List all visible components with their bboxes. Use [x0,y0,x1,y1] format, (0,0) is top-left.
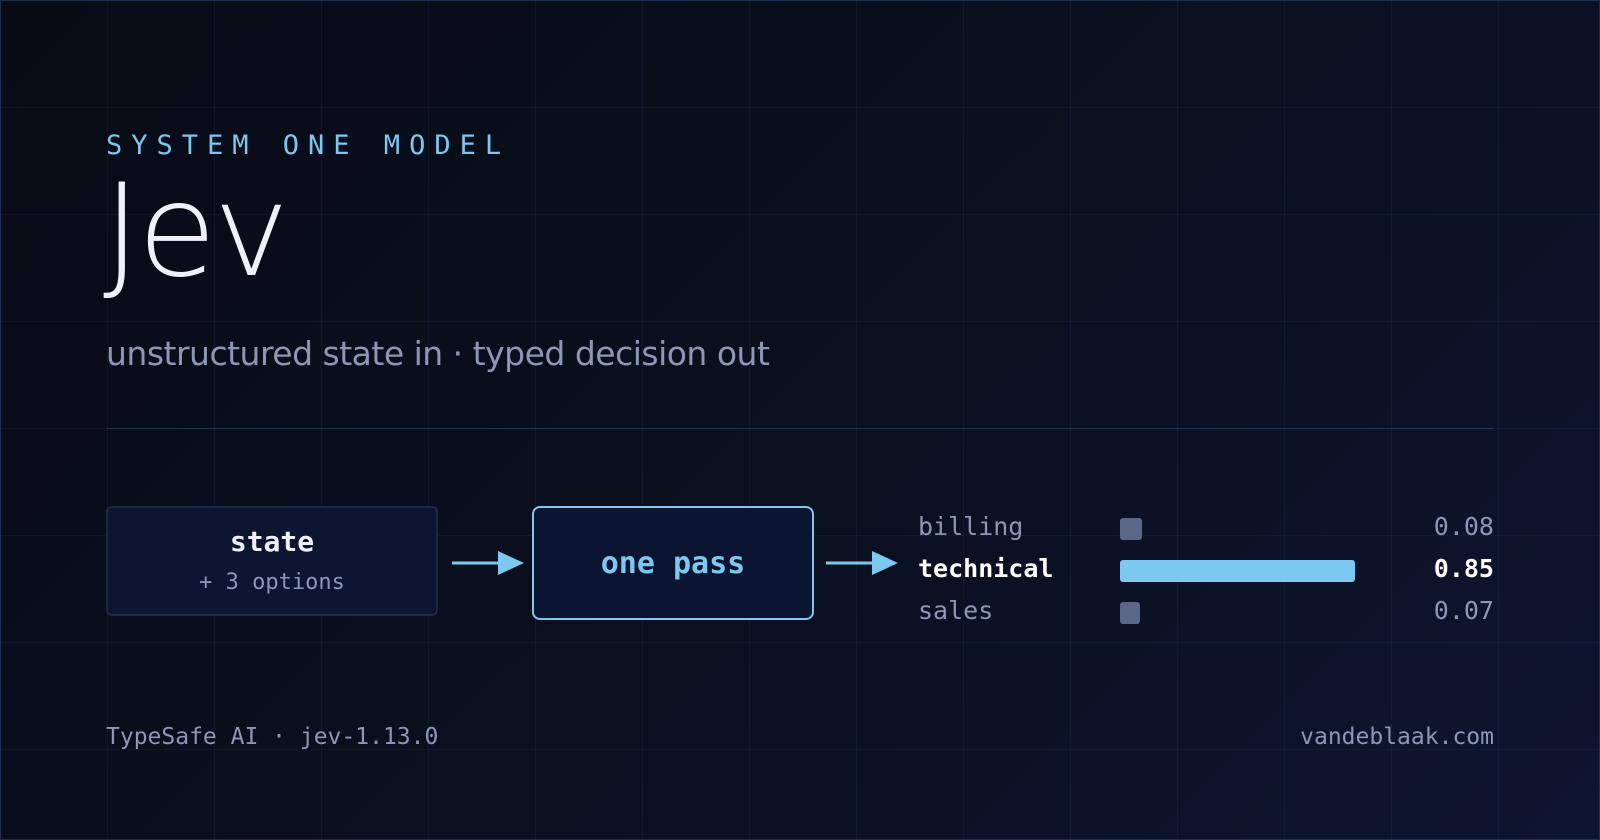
page-subtitle: unstructured state in · typed decision o… [106,334,770,373]
input-state-title: state [229,525,315,558]
score-row-sales: sales 0.07 [918,594,1494,636]
score-bar-track [1120,518,1402,540]
score-bar [1120,602,1140,624]
input-state-box: state + 3 options [106,506,438,616]
eyebrow-label: SYSTEM ONE MODEL [106,130,511,161]
score-label: technical [918,554,1054,583]
arrow-right-icon [452,551,524,575]
score-bar-track [1120,602,1402,624]
score-value: 0.08 [1433,512,1494,541]
score-value: 0.85 [1433,554,1494,583]
footer-website-link[interactable]: vandeblaak.com [1300,724,1494,750]
arrow-right-icon [826,551,898,575]
divider [106,428,1493,429]
footer-version: TypeSafe AI · jev-1.13.0 [106,724,439,750]
page-title: Jev [103,157,289,306]
input-state-subtitle: + 3 options [199,570,345,595]
output-scores: billing 0.08 technical 0.85 sales 0.07 [918,510,1494,636]
score-row-technical: technical 0.85 [918,552,1494,594]
score-label: sales [918,596,994,625]
score-label: billing [918,512,1024,541]
score-value: 0.07 [1433,596,1494,625]
process-box: one pass [532,506,814,620]
score-bar [1120,518,1142,540]
score-bar [1120,560,1355,582]
score-row-billing: billing 0.08 [918,510,1494,552]
score-bar-track [1120,560,1402,582]
process-label: one pass [600,545,746,581]
